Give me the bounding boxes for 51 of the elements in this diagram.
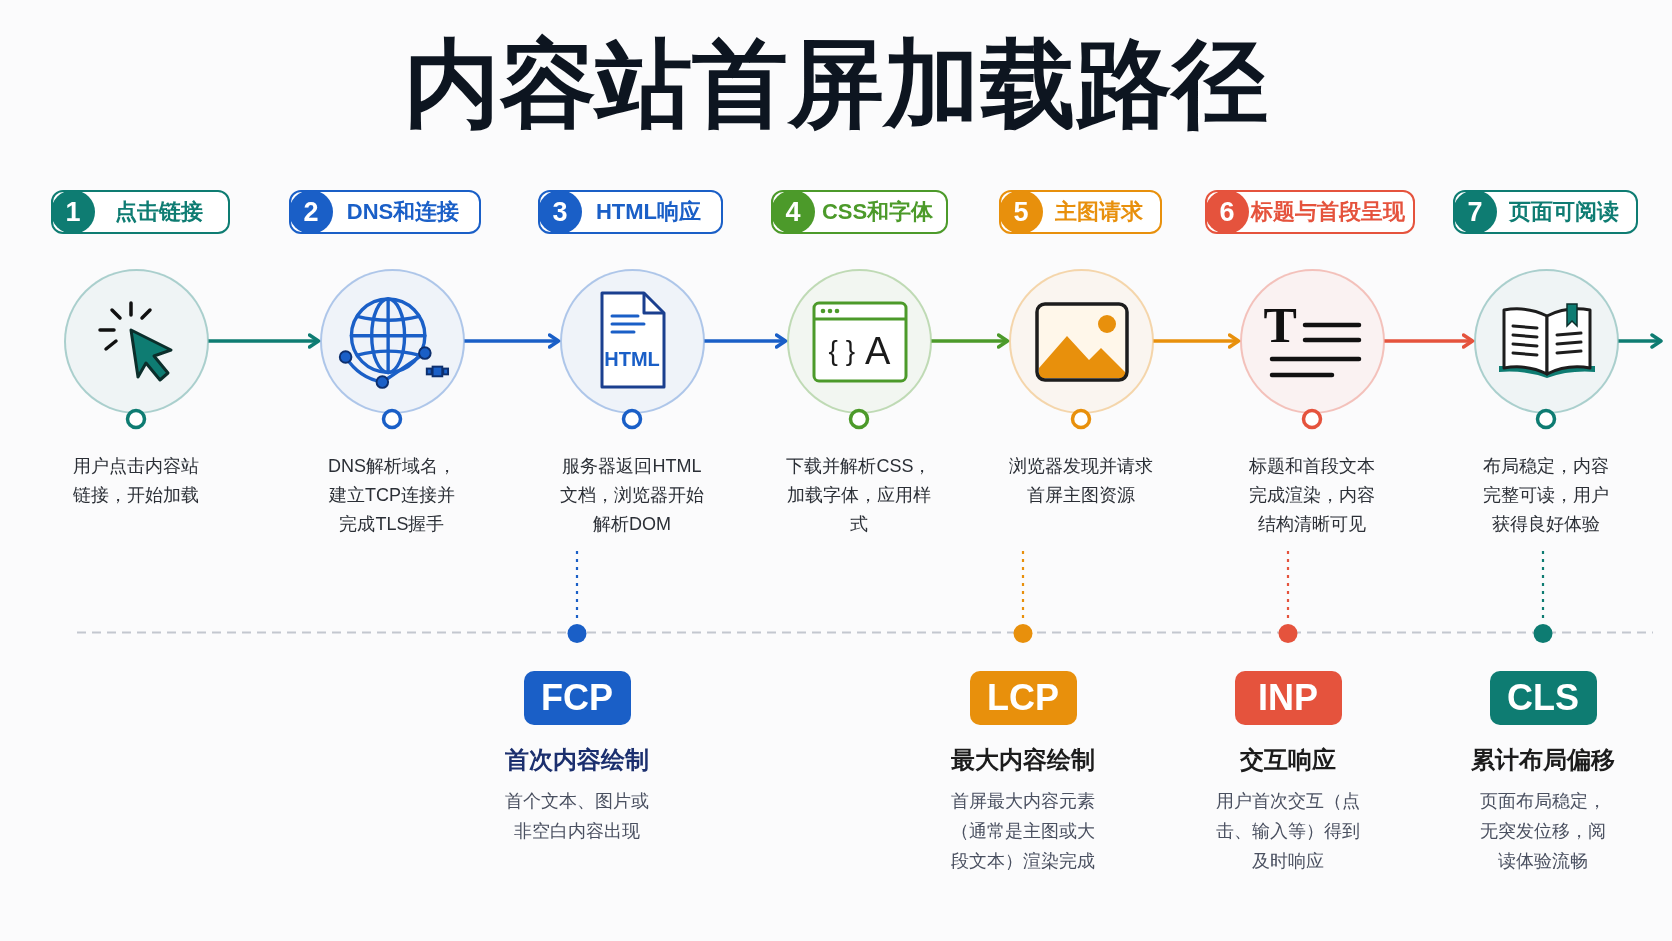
metric-badge: LCP: [969, 671, 1077, 725]
step-description: 标题和首段文本完成渲染，内容结构清晰可见: [1248, 455, 1376, 536]
arrow: [1384, 333, 1475, 349]
step-title: DNS和连接: [345, 201, 461, 223]
step-title: CSS和字体: [820, 201, 935, 223]
step-title: HTML响应: [594, 201, 703, 223]
step-pill: [538, 190, 723, 234]
step-number: 3: [538, 190, 582, 234]
step-pill: [1205, 190, 1415, 234]
step-title: 页面可阅读: [1507, 201, 1620, 223]
document-label: HTML: [604, 348, 660, 369]
arrow: [931, 333, 1010, 349]
arrow: [704, 333, 788, 349]
step-description: 服务器返回HTML文档，浏览器开始解析DOM: [559, 455, 705, 536]
step-title: 点击链接: [113, 201, 204, 223]
metric-badge: INP: [1234, 671, 1342, 725]
step-number: 6: [1205, 190, 1249, 234]
metric-description: 页面布局稳定，无突发位移，阅读体验流畅: [1479, 790, 1607, 873]
metric-title: 交互响应: [1240, 745, 1336, 775]
step-title: 标题与首段呈现: [1249, 201, 1406, 223]
font-letter: A: [865, 331, 891, 370]
arrow: [464, 333, 561, 349]
step-description: 用户点击内容站链接，开始加载: [72, 455, 200, 507]
step-pill: [51, 190, 230, 234]
code-braces-text: { }: [828, 336, 856, 365]
step-pill: [771, 190, 948, 234]
step-description: 浏览器发现并请求首屏主图资源: [1008, 455, 1154, 507]
metric-description: 用户首次交互（点击、输入等）得到及时响应: [1215, 790, 1361, 873]
step-description: DNS解析域名，建立TCP连接并完成TLS握手: [327, 455, 457, 536]
step-pill: [1453, 190, 1638, 234]
arrow: [208, 333, 321, 349]
arrow: [1618, 333, 1663, 349]
metric-description: 首个文本、图片或非空白内容出现: [504, 790, 650, 843]
step-number: 4: [771, 190, 815, 234]
step-pill: [999, 190, 1162, 234]
step-number: 1: [51, 190, 95, 234]
metric-title: 首次内容绘制: [505, 745, 649, 775]
step-description: 下载并解析CSS，加载字体，应用样式: [785, 455, 933, 536]
step-description: 布局稳定，内容完整可读，用户获得良好体验: [1482, 455, 1610, 536]
metric-title: 最大内容绘制: [951, 745, 1095, 775]
metric-description: 首屏最大内容元素（通常是主图或大段文本）渲染完成: [950, 790, 1096, 873]
step-pill: [289, 190, 481, 234]
metric-badge: CLS: [1489, 671, 1597, 725]
step-number: 5: [999, 190, 1043, 234]
step-number: 7: [1453, 190, 1497, 234]
text-letter: T: [1263, 299, 1297, 350]
arrow: [1153, 333, 1241, 349]
step-title: 主图请求: [1053, 201, 1144, 223]
step-number: 2: [289, 190, 333, 234]
metric-badge: FCP: [523, 671, 631, 725]
metric-title: 累计布局偏移: [1471, 745, 1615, 775]
